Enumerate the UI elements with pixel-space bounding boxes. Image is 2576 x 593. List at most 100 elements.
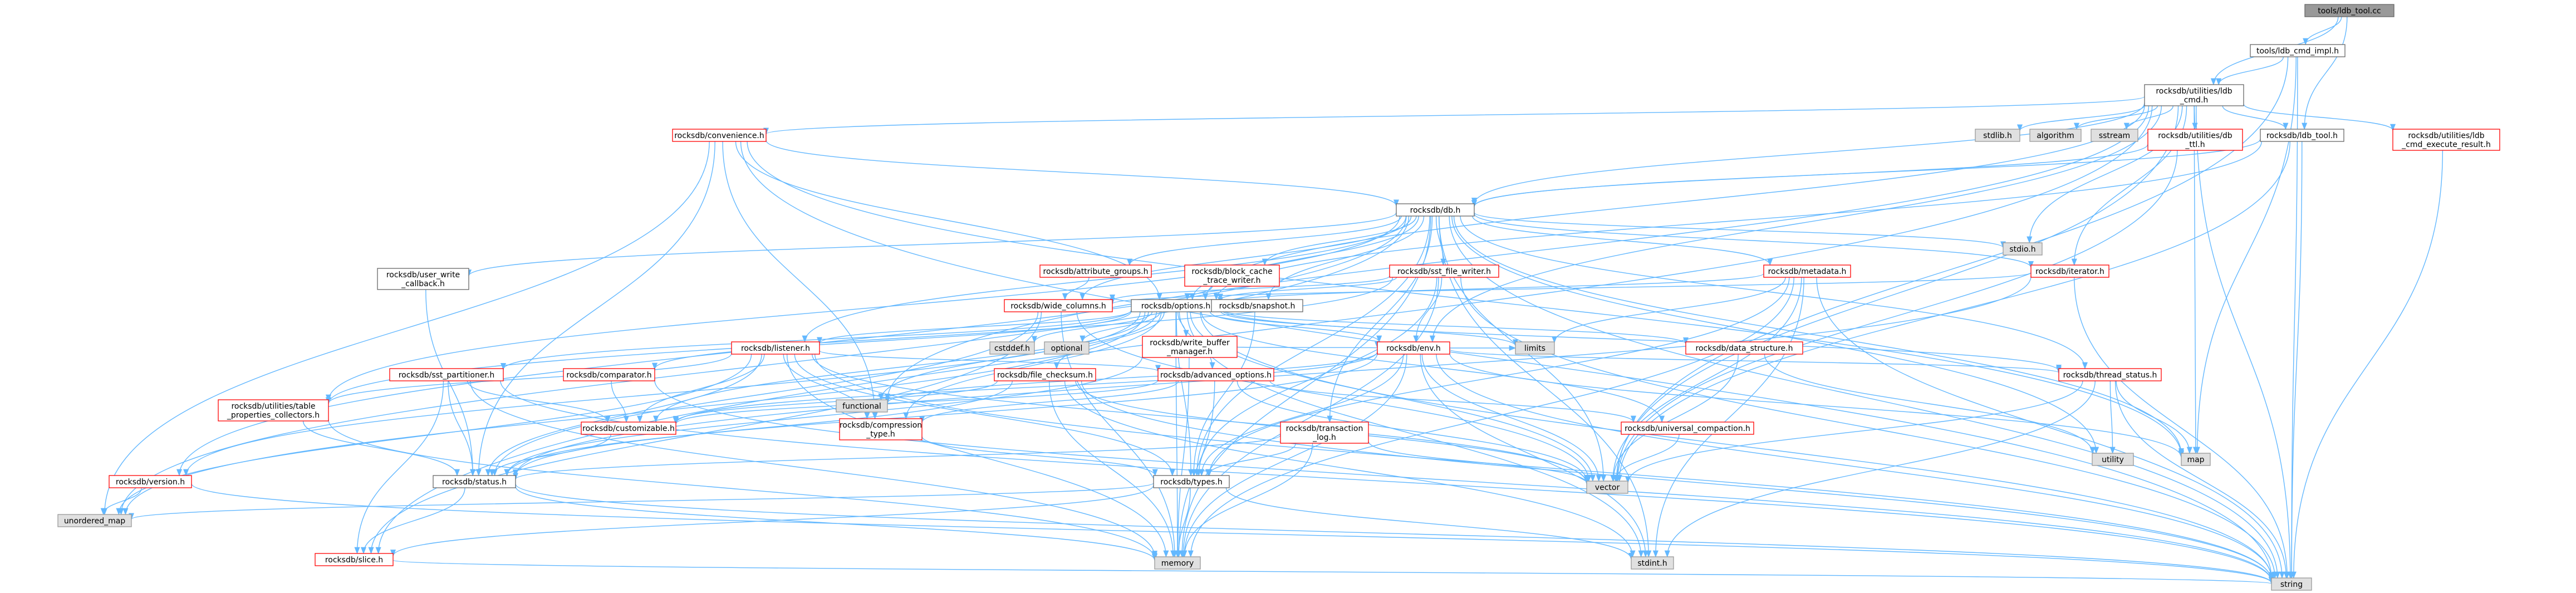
node-table_props[interactable]: rocksdb/utilities/table_properties_colle… bbox=[218, 399, 329, 422]
node-functional: functional bbox=[836, 399, 888, 413]
node-ldb_cmd_exec[interactable]: rocksdb/utilities/ldb_cmd_execute_result… bbox=[2392, 129, 2500, 151]
edge-iterator-to-string bbox=[2074, 277, 2290, 579]
node-db[interactable]: rocksdb/db.h bbox=[1396, 203, 1475, 217]
edge-txn_log-to-memory bbox=[1181, 443, 1313, 558]
edge-wbm-to-memory bbox=[1175, 357, 1190, 558]
edge-ldb_cmd-to-slice bbox=[375, 105, 2153, 555]
node-slice[interactable]: rocksdb/slice.h bbox=[315, 553, 394, 566]
edge-layer bbox=[100, 16, 2443, 585]
node-convenience[interactable]: rocksdb/convenience.h bbox=[672, 129, 767, 142]
node-label: vector bbox=[1595, 483, 1620, 492]
edge-compression_type-to-types bbox=[921, 436, 1158, 477]
node-metadata[interactable]: rocksdb/metadata.h bbox=[1763, 264, 1851, 278]
node-label: algorithm bbox=[2037, 131, 2074, 140]
edge-root-to-ldb_tool bbox=[2302, 16, 2348, 130]
edge-db-to-unordered_map bbox=[118, 215, 1410, 516]
node-env[interactable]: rocksdb/env.h bbox=[1377, 341, 1450, 355]
edge-listener-to-vector bbox=[812, 354, 1589, 485]
node-ldb_cmd_impl[interactable]: tools/ldb_cmd_impl.h bbox=[2250, 44, 2346, 57]
node-label: rocksdb/utilities/ldb bbox=[2156, 87, 2232, 96]
edge-types-to-memory bbox=[1175, 487, 1191, 558]
edge-types-to-unordered_map bbox=[129, 482, 1154, 520]
node-box bbox=[2091, 129, 2138, 142]
node-file_checksum[interactable]: rocksdb/file_checksum.h bbox=[994, 368, 1096, 381]
node-db_ttl[interactable]: rocksdb/utilities/db_ttl.h bbox=[2147, 129, 2243, 151]
node-limits: limits bbox=[1515, 341, 1555, 355]
edge-sst_file_writer-to-options bbox=[1218, 277, 1397, 301]
edge-options-to-comparator bbox=[652, 311, 1132, 370]
edge-thread_status-to-stdint bbox=[1664, 380, 2096, 558]
node-box bbox=[2003, 242, 2043, 256]
edge-thread_status-to-map bbox=[2116, 380, 2192, 454]
edge-advanced_options-to-compression_type bbox=[919, 380, 1179, 424]
edge-db-to-block_cache bbox=[1262, 215, 1417, 266]
edge-listener-to-types bbox=[794, 354, 1175, 477]
node-comparator[interactable]: rocksdb/comparator.h bbox=[563, 368, 655, 381]
node-advanced_options[interactable]: rocksdb/advanced_options.h bbox=[1157, 368, 1274, 381]
node-box bbox=[994, 368, 1096, 381]
edge-options-to-thread_status bbox=[1220, 308, 2062, 372]
node-ldb_tool[interactable]: rocksdb/ldb_tool.h bbox=[2260, 129, 2344, 142]
edge-db-to-listener bbox=[802, 215, 1407, 343]
edge-db-to-iterator bbox=[1474, 213, 2034, 268]
node-block_cache[interactable]: rocksdb/block_cache_trace_writer.h bbox=[1184, 264, 1280, 287]
edge-db-to-metadata bbox=[1472, 215, 1773, 266]
node-box bbox=[57, 514, 132, 527]
node-options[interactable]: rocksdb/options.h bbox=[1131, 299, 1221, 312]
node-sst_partitioner[interactable]: rocksdb/sst_partitioner.h bbox=[389, 368, 504, 381]
edge-listener-to-string bbox=[814, 354, 2274, 582]
edge-db-to-stdio bbox=[1474, 212, 2006, 248]
edge-advanced_options-to-vector bbox=[1237, 380, 1589, 482]
node-customizable[interactable]: rocksdb/customizable.h bbox=[581, 422, 676, 435]
edge-version-to-unordered_map bbox=[100, 487, 142, 516]
node-label: rocksdb/types.h bbox=[1160, 478, 1223, 487]
node-label: rocksdb/snapshot.h bbox=[1219, 302, 1296, 311]
edge-sst_file_writer-to-memory bbox=[1180, 277, 1439, 558]
node-txn_log[interactable]: rocksdb/transaction_log.h bbox=[1280, 422, 1369, 444]
node-wbm[interactable]: rocksdb/write_buffer_manager.h bbox=[1142, 336, 1238, 358]
node-box bbox=[1396, 203, 1475, 217]
node-snapshot[interactable]: rocksdb/snapshot.h bbox=[1211, 299, 1303, 312]
node-stdlib: stdlib.h bbox=[1975, 129, 2020, 142]
edge-options-to-env bbox=[1210, 311, 1382, 343]
node-label: rocksdb/customizable.h bbox=[582, 424, 675, 433]
node-ldb_cmd[interactable]: rocksdb/utilities/ldb_cmd.h bbox=[2144, 84, 2244, 106]
node-universal_compaction[interactable]: rocksdb/universal_compaction.h bbox=[1621, 422, 1754, 435]
edge-ldb_cmd_impl-to-string bbox=[2289, 56, 2298, 579]
edge-iterator-to-wide_columns bbox=[1110, 272, 2032, 305]
node-label: rocksdb/version.h bbox=[116, 478, 185, 487]
node-label: memory bbox=[1161, 559, 1194, 568]
edge-ldb_cmd-to-string bbox=[2196, 105, 2293, 579]
node-optional: optional bbox=[1044, 341, 1090, 355]
node-version[interactable]: rocksdb/version.h bbox=[109, 475, 192, 488]
node-sst_file_writer[interactable]: rocksdb/sst_file_writer.h bbox=[1389, 264, 1499, 278]
node-user_write_cb[interactable]: rocksdb/user_write_callback.h bbox=[377, 268, 469, 290]
node-label: rocksdb/block_cache bbox=[1191, 267, 1272, 276]
node-sstream: sstream bbox=[2091, 129, 2138, 142]
node-status[interactable]: rocksdb/status.h bbox=[433, 475, 516, 488]
node-compression_type[interactable]: rocksdb/compression_type.h bbox=[839, 418, 923, 440]
edge-status-to-slice bbox=[360, 487, 465, 555]
node-wide_columns[interactable]: rocksdb/wide_columns.h bbox=[1004, 299, 1113, 312]
edge-db-to-utility bbox=[1451, 215, 2099, 454]
node-root[interactable]: tools/ldb_tool.cc bbox=[2304, 4, 2395, 17]
node-box bbox=[839, 418, 923, 440]
node-data_structure[interactable]: rocksdb/data_structure.h bbox=[1685, 341, 1803, 355]
edge-ldb_cmd-to-convenience bbox=[763, 96, 2145, 135]
node-label: rocksdb/transaction bbox=[1286, 424, 1363, 433]
node-thread_status[interactable]: rocksdb/thread_status.h bbox=[2058, 368, 2162, 381]
node-iterator[interactable]: rocksdb/iterator.h bbox=[2030, 264, 2109, 278]
edge-sst_file_writer-to-wide_columns bbox=[1110, 276, 1390, 302]
edge-user_write_cb-to-status bbox=[425, 289, 476, 477]
node-types[interactable]: rocksdb/types.h bbox=[1153, 475, 1230, 488]
edge-metadata-to-memory bbox=[1188, 277, 1794, 558]
edge-ldb_cmd_impl-to-ldb_cmd bbox=[2216, 56, 2284, 86]
node-attribute_groups[interactable]: rocksdb/attribute_groups.h bbox=[1039, 264, 1152, 278]
node-listener[interactable]: rocksdb/listener.h bbox=[731, 341, 820, 355]
node-box bbox=[1184, 264, 1280, 287]
node-box bbox=[1004, 299, 1113, 312]
node-box bbox=[563, 368, 655, 381]
edge-convenience-to-db bbox=[766, 140, 1399, 207]
edge-options-to-compression_type bbox=[903, 311, 1162, 420]
